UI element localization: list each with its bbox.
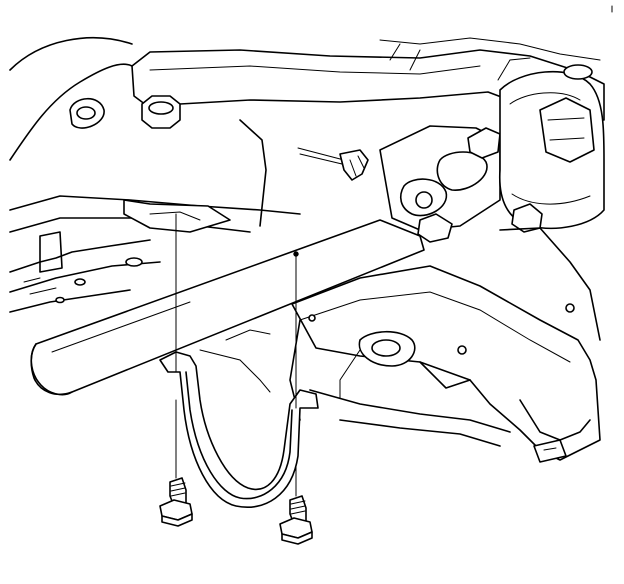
strap-bolt-left xyxy=(159,477,193,527)
upper-crossmember xyxy=(9,37,605,161)
lower-right-frame xyxy=(199,227,601,463)
u-joint-yoke xyxy=(379,57,605,243)
center-bearing-strap xyxy=(159,351,319,508)
lower-frame-rail xyxy=(9,119,301,313)
strap-bolt-right xyxy=(279,495,313,545)
frame-nut xyxy=(69,95,181,129)
driveshaft-tube xyxy=(30,219,425,396)
line-clip xyxy=(297,147,369,181)
